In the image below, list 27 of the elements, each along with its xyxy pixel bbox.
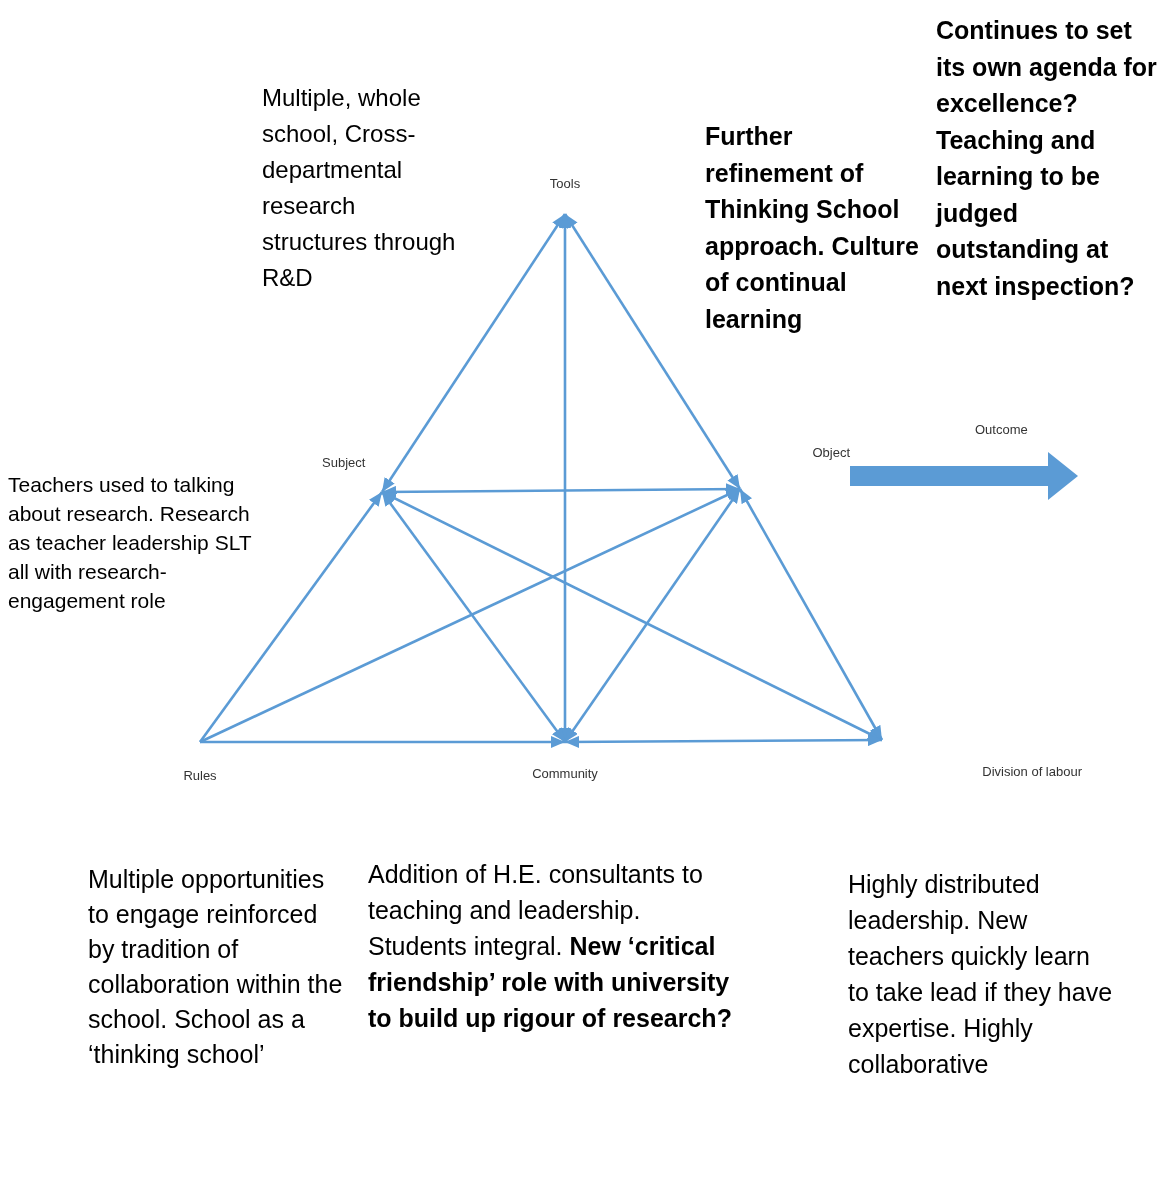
annotation-text: Highly distributed leadership. New teachers quickly learn to take lead if they have expertise. Highly collaborative: [848, 869, 1113, 1080]
arrow: [559, 214, 571, 742]
annotation-text: Multiple opportunities to engage reinforced by tradition of collaboration within the school. School as a ‘thinking school’: [88, 864, 344, 1070]
arrow: [381, 490, 883, 742]
annotation-text: Teachers used to talking about research. Research as teacher leadership SLT all with research-engagement role: [8, 472, 253, 614]
component-label: Tools: [530, 176, 600, 214]
arrow: [199, 487, 741, 744]
arrow: [198, 491, 384, 743]
arrow: [380, 491, 567, 743]
arrow: [200, 736, 565, 748]
annotation-text: Addition of H.E. consultants to teaching and leadership. Students integral. New ‘critical friendship’ role with university to build up rigour of research?: [368, 859, 733, 1034]
arrow: [382, 483, 740, 498]
arrow: [563, 213, 742, 490]
component-label: Division of labour: [882, 735, 1082, 780]
arrow: [565, 734, 882, 748]
component-label: Subject: [322, 455, 382, 492]
annotation-text: Multiple, whole school, Cross-departmental research structures through R&D: [262, 83, 457, 293]
component-label: Community: [520, 742, 610, 782]
arrow: [563, 488, 742, 743]
arrow: [380, 213, 567, 493]
block-arrow: [850, 452, 1078, 500]
outcome-label: Outcome: [975, 421, 1028, 439]
annotation-text: Further refinement of Thinking School approach. Culture of continual learning: [705, 121, 920, 335]
component-label: Rules: [170, 742, 230, 784]
annotation-text: Continues to set its own agenda for excellence? Teaching and learning to be judged outstanding at next inspection?: [936, 15, 1158, 302]
arrow: [738, 488, 884, 741]
component-label: Object: [740, 445, 850, 489]
